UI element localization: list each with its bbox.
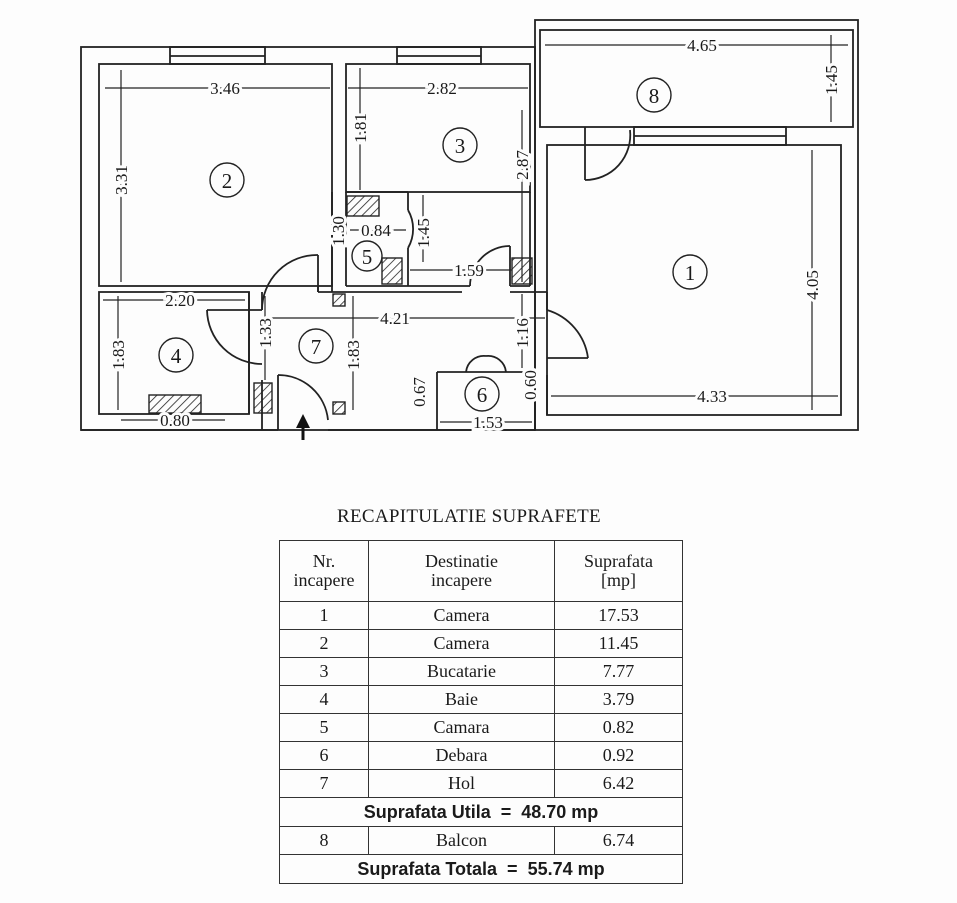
cell-destinatie: Balcon xyxy=(368,826,555,855)
dim-label: 2.82 xyxy=(427,79,457,98)
dimension-labels: 4.65 1.45 3.46 3.31 2.82 1.81 2.87 4.05 … xyxy=(106,33,844,435)
room-number: 2 xyxy=(222,169,233,193)
cell-nr: 2 xyxy=(279,629,369,658)
room-marker-2: 2 xyxy=(209,162,245,198)
cell-nr: 3 xyxy=(279,657,369,686)
hatched-ducts xyxy=(148,195,533,415)
cell-destinatie: Camara xyxy=(368,713,555,742)
room-marker-8: 8 xyxy=(636,77,672,113)
cell-nr: 6 xyxy=(279,741,369,770)
dim-label: 3.31 xyxy=(112,165,131,195)
cell-nr: 8 xyxy=(279,826,369,855)
cell-destinatie: Hol xyxy=(368,769,555,798)
dim-label: 1.16 xyxy=(513,318,532,348)
entrance-arrow-icon xyxy=(296,414,310,440)
dim-label: 0.60 xyxy=(521,370,540,400)
dim-label: 1.59 xyxy=(454,261,484,280)
room-marker-6: 6 xyxy=(464,376,500,412)
cell-suprafata: 7.77 xyxy=(554,657,683,686)
cell-nr: 7 xyxy=(279,769,369,798)
dim-label: 1.81 xyxy=(351,113,370,143)
dim-label: 4.05 xyxy=(803,270,822,300)
dim-label: 1.83 xyxy=(109,340,128,370)
utila-total-row: Suprafata Utila = 48.70 mp xyxy=(279,797,683,827)
totala-total-row: Suprafata Totala = 55.74 mp xyxy=(279,854,683,884)
room-number: 6 xyxy=(477,383,488,407)
room-number: 1 xyxy=(685,261,696,285)
recap-title: RECAPITULATIE SUPRAFETE xyxy=(337,506,601,527)
cell-suprafata: 0.82 xyxy=(554,713,683,742)
totala-total: Suprafata Totala = 55.74 mp xyxy=(279,854,683,884)
dim-label: 0.84 xyxy=(361,221,391,240)
utila-total: Suprafata Utila = 48.70 mp xyxy=(279,797,683,827)
outer-walls xyxy=(80,19,859,431)
dimension-lines xyxy=(103,35,848,423)
dim-label: 1.30 xyxy=(329,216,348,246)
cell-suprafata: 6.74 xyxy=(554,826,683,855)
dim-label: 0.67 xyxy=(410,377,429,407)
dim-label: 1.83 xyxy=(344,340,363,370)
room-number: 8 xyxy=(649,84,660,108)
dim-label: 1.45 xyxy=(414,218,433,248)
dim-label: 4.65 xyxy=(687,36,717,55)
room-marker-5: 5 xyxy=(351,240,383,272)
dim-label: 4.21 xyxy=(380,309,410,328)
dim-label: 3.46 xyxy=(210,79,240,98)
dim-label: 2.87 xyxy=(513,150,532,180)
room-number: 3 xyxy=(455,134,466,158)
header-suprafata: Suprafata[mp] xyxy=(554,540,683,602)
windows xyxy=(169,46,787,146)
cell-suprafata: 11.45 xyxy=(554,629,683,658)
cell-destinatie: Baie xyxy=(368,685,555,714)
dim-label: 0.80 xyxy=(160,411,190,430)
door-swings xyxy=(206,127,632,430)
room-marker-3: 3 xyxy=(442,127,478,163)
cell-suprafata: 3.79 xyxy=(554,685,683,714)
room-marker-4: 4 xyxy=(158,337,194,373)
dim-label: 1.53 xyxy=(473,413,503,432)
room-number: 7 xyxy=(311,335,322,359)
room-marker-1: 1 xyxy=(672,254,708,290)
room-number: 5 xyxy=(362,245,373,269)
room-number: 4 xyxy=(171,344,182,368)
cell-suprafata: 0.92 xyxy=(554,741,683,770)
cell-destinatie: Camera xyxy=(368,629,555,658)
floor-plan: 1 2 3 4 5 6 7 8 4.65 1.45 3.46 3.31 2.82… xyxy=(80,19,859,440)
room-markers: 1 2 3 4 5 6 7 8 xyxy=(158,77,708,412)
cell-suprafata: 6.42 xyxy=(554,769,683,798)
cell-suprafata: 17.53 xyxy=(554,601,683,630)
cell-destinatie: Bucatarie xyxy=(368,657,555,686)
cell-nr: 1 xyxy=(279,601,369,630)
dim-label: 4.33 xyxy=(697,387,727,406)
cell-nr: 4 xyxy=(279,685,369,714)
dim-label: 2.20 xyxy=(165,291,195,310)
room-marker-7: 7 xyxy=(298,328,334,364)
cell-destinatie: Debara xyxy=(368,741,555,770)
dim-label: 1.33 xyxy=(256,318,275,348)
cell-destinatie: Camera xyxy=(368,601,555,630)
dim-label: 1.45 xyxy=(822,65,841,95)
header-nr: Nr.incapere xyxy=(279,540,369,602)
cell-nr: 5 xyxy=(279,713,369,742)
